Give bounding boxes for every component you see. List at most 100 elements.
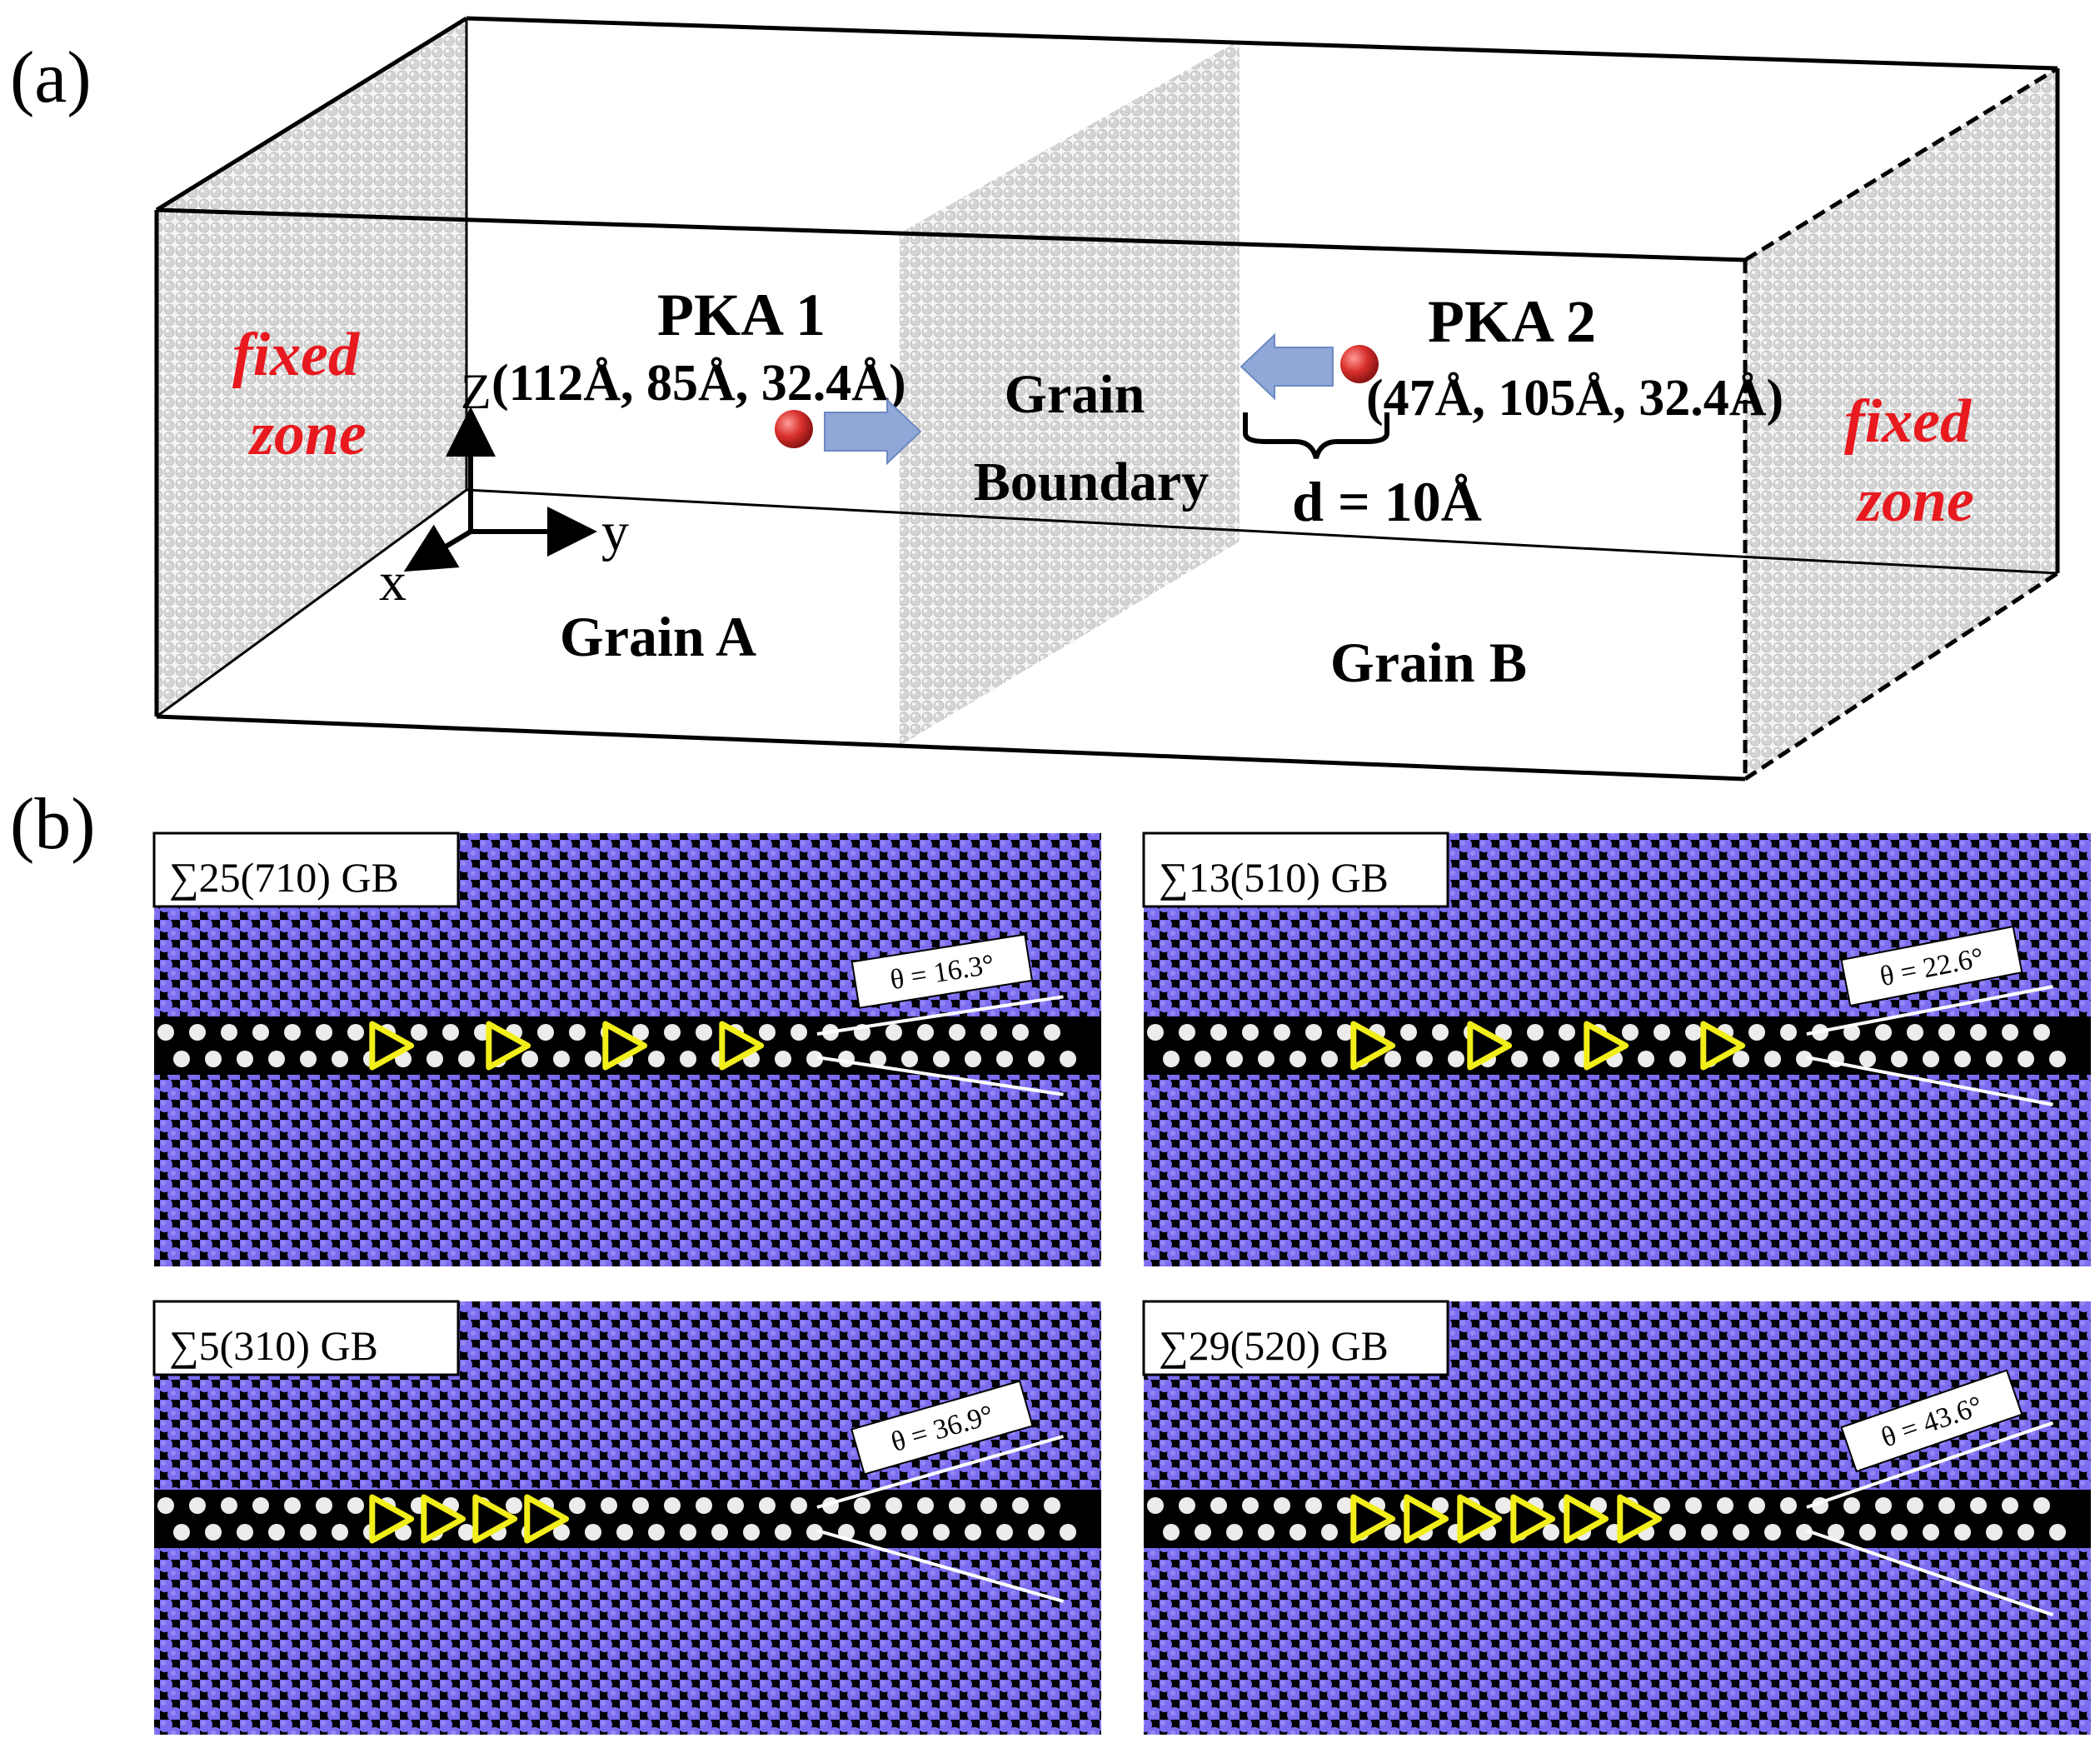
boundary-atom: [727, 1497, 744, 1514]
boundary-atom: [585, 1051, 601, 1067]
structural-unit-icon: [369, 1494, 415, 1544]
boundary-atom: [949, 1497, 965, 1514]
gb-title-text: ∑5(310) GB: [169, 1322, 378, 1369]
boundary-atom: [664, 1497, 681, 1514]
boundary-atom: [252, 1024, 269, 1041]
boundary-atom: [870, 1051, 886, 1067]
boundary-atom: [901, 1051, 918, 1067]
boundary-atom: [601, 1497, 617, 1514]
grain-a-label: Grain A: [560, 605, 756, 668]
left-fixed-zone-label-line1: fixed: [232, 321, 360, 389]
boundary-atom: [1843, 1497, 1860, 1514]
boundary-atom: [791, 1497, 807, 1514]
boundary-atom: [553, 1524, 570, 1541]
pka2-coordinates: (47Å, 105Å, 32.4Å): [1366, 370, 1783, 427]
boundary-atom: [1717, 1497, 1733, 1514]
boundary-atom: [189, 1024, 206, 1041]
boundary-atom: [664, 1024, 681, 1041]
boundary-atom: [1028, 1051, 1045, 1067]
gb-panel-3: θ = 36.9°∑5(310) GB: [152, 1300, 1101, 1735]
angle-line-upper: [1806, 1421, 2054, 1509]
boundary-atom: [205, 1051, 222, 1067]
boundary-atom: [1305, 1497, 1322, 1514]
gb-panel-2: θ = 22.6°∑13(510) GB: [1142, 832, 2091, 1266]
structural-unit-icon: [1700, 1021, 1746, 1071]
boundary-atom: [1226, 1524, 1243, 1541]
structural-unit-icon: [1617, 1494, 1663, 1544]
boundary-atom: [268, 1524, 285, 1541]
boundary-atom: [1748, 1024, 1765, 1041]
boundary-atom: [1685, 1497, 1702, 1514]
boundary-atom: [1954, 1051, 1971, 1067]
pka1-atom: [775, 410, 813, 448]
boundary-atom: [1210, 1497, 1227, 1514]
boundary-atom: [1748, 1497, 1765, 1514]
angle-label-box: [850, 933, 1034, 1009]
pka2-atom: [1340, 345, 1379, 383]
boundary-atom: [1828, 1524, 1844, 1541]
boundary-atom: [1654, 1497, 1670, 1514]
boundary-atom: [1289, 1524, 1306, 1541]
boundary-atom: [347, 1497, 364, 1514]
boundary-atom: [1559, 1024, 1575, 1041]
boundary-atom: [1654, 1024, 1670, 1041]
boundary-atom: [1527, 1024, 1544, 1041]
boundary-atom: [1543, 1051, 1559, 1067]
angle-label-box: [1840, 925, 2023, 1007]
boundary-atom: [996, 1524, 1013, 1541]
boundary-atom: [1780, 1024, 1797, 1041]
pka2-direction-arrow-icon: [1240, 332, 1334, 401]
boundary-atom: [1012, 1024, 1029, 1041]
boundary-atom: [1044, 1497, 1060, 1514]
boundary-atom: [791, 1024, 807, 1041]
boundary-atom: [1337, 1497, 1354, 1514]
pka1-coordinates: (112Å, 85Å, 32.4Å): [491, 355, 906, 412]
boundary-atom: [1432, 1024, 1449, 1041]
boundary-atom: [1669, 1524, 1686, 1541]
boundary-atom: [411, 1024, 427, 1041]
boundary-atom: [1970, 1024, 1987, 1041]
boundary-atom: [980, 1497, 997, 1514]
boundary-atom: [1258, 1524, 1274, 1541]
boundary-atom: [2002, 1497, 2018, 1514]
boundary-atom: [1907, 1497, 1923, 1514]
boundary-atom: [2049, 1524, 2066, 1541]
boundary-atom: [996, 1051, 1013, 1067]
boundary-atom: [680, 1051, 696, 1067]
boundary-atom: [221, 1024, 237, 1041]
axis-z-label: Z: [461, 364, 491, 419]
angle-line-lower: [1806, 1529, 2054, 1617]
boundary-atom: [2033, 1497, 2050, 1514]
boundary-atom: [1179, 1024, 1195, 1041]
distance-label: d = 10Å: [1292, 470, 1482, 533]
right-fixed-zone-slab: [1745, 68, 2058, 779]
panel-a-label: (a): [10, 37, 92, 118]
angle-line-upper: [816, 1435, 1065, 1509]
boundary-atom: [1028, 1524, 1045, 1541]
boundary-atom: [711, 1524, 728, 1541]
boundary-atom: [1163, 1524, 1180, 1541]
boundary-atom: [173, 1524, 190, 1541]
boundary-atom: [316, 1497, 332, 1514]
boundary-atom: [806, 1524, 823, 1541]
boundary-atom: [569, 1024, 586, 1041]
right-fixed-zone-label-line1: fixed: [1844, 387, 1972, 456]
boundary-atom: [316, 1024, 332, 1041]
boundary-atom: [268, 1051, 285, 1067]
boundary-atom: [1258, 1051, 1274, 1067]
boundary-atom: [949, 1024, 965, 1041]
grain-boundary-slab: [900, 40, 1240, 746]
structural-unit-icon: [1457, 1494, 1503, 1544]
boundary-atom: [1891, 1051, 1908, 1067]
angle-label-box: [1840, 1369, 2023, 1473]
boundary-atom: [157, 1024, 174, 1041]
angle-label: θ = 22.6°: [1840, 925, 2023, 1007]
boundary-atom: [696, 1024, 712, 1041]
coordinate-axes: [403, 407, 597, 572]
boundary-atom: [426, 1051, 443, 1067]
boundary-atom: [632, 1024, 649, 1041]
angle-line-upper: [1806, 985, 2053, 1036]
boundary-atom: [1210, 1024, 1227, 1041]
boundary-atom: [854, 1497, 870, 1514]
